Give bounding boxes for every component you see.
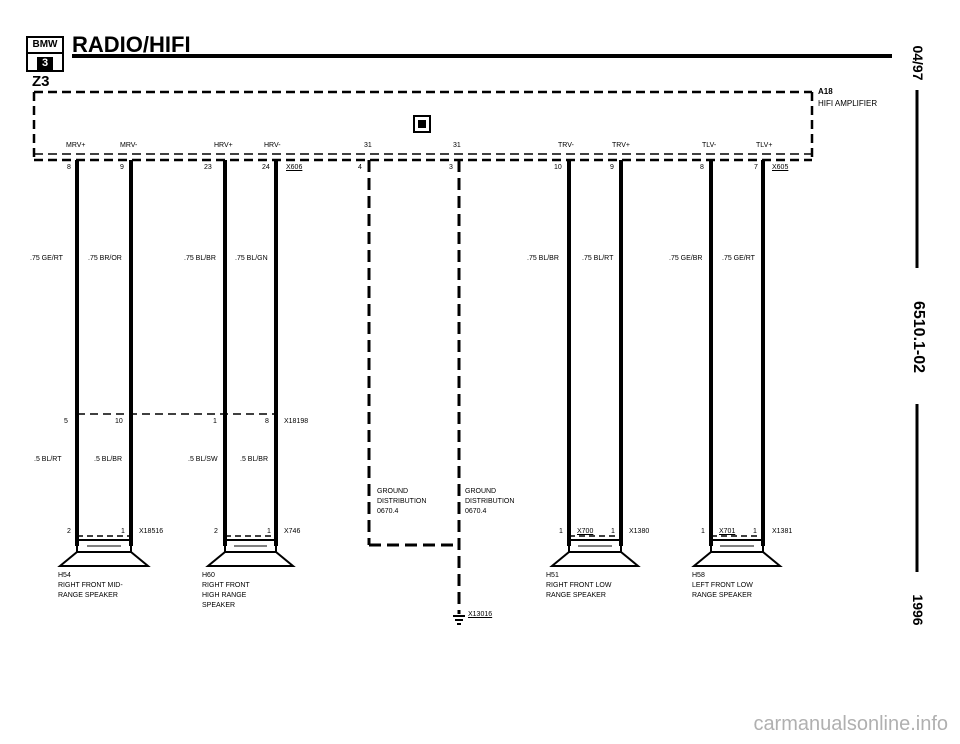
connector-label: X606 <box>286 164 303 171</box>
wire-label: .75 GE/RT <box>722 255 755 262</box>
terminal-label: TLV- <box>702 142 717 149</box>
wire-label: .75 GE/RT <box>30 255 63 262</box>
connector-label: X605 <box>772 164 789 171</box>
pin-number: 5 <box>64 418 68 425</box>
pin-number: 3 <box>449 164 453 171</box>
speaker-id: H51 <box>546 572 559 579</box>
speaker-desc: RANGE SPEAKER <box>692 592 752 599</box>
ground-label-line2: DISTRIBUTION <box>465 498 515 505</box>
ground-wires <box>367 160 461 614</box>
speaker-desc: RIGHT FRONT LOW <box>546 582 612 589</box>
connector-label: X1380 <box>629 528 650 535</box>
wire-label: .5 BL/BR <box>240 456 269 463</box>
terminal-label: MRV+ <box>66 142 86 149</box>
wire-label: .75 BL/BR <box>184 255 216 262</box>
pin-number: 9 <box>610 164 614 171</box>
side-date: 04/97 <box>910 45 926 81</box>
pin-number: 8 <box>67 164 71 171</box>
pin-number: 4 <box>358 164 362 171</box>
amplifier-box <box>32 90 814 162</box>
pin-number: 2 <box>67 528 71 535</box>
speaker-symbol-h60 <box>205 539 296 567</box>
terminal-label: HRV+ <box>214 142 233 149</box>
connector-label: X18198 <box>284 418 309 425</box>
ground-label-line1: GROUND <box>377 488 409 495</box>
connector-label: X700 <box>577 528 594 535</box>
speaker-desc: RANGE SPEAKER <box>58 592 118 599</box>
model-label: Z3 <box>32 73 50 90</box>
wire-label: .5 BL/RT <box>34 456 62 463</box>
pin-number: 1 <box>213 418 217 425</box>
speaker-symbol-h58 <box>691 539 783 567</box>
speaker-symbol-h54 <box>57 539 151 567</box>
pin-number: 24 <box>262 164 270 171</box>
ground-symbol-icon <box>453 615 465 625</box>
wire-label: .5 BL/BR <box>94 456 123 463</box>
pin-number: 1 <box>121 528 125 535</box>
wire-label: .75 GE/BR <box>669 255 703 262</box>
terminal-label: HRV- <box>264 142 281 149</box>
pin-number: 1 <box>267 528 271 535</box>
speaker-desc: SPEAKER <box>202 602 236 609</box>
connector-label: X746 <box>284 528 301 535</box>
speaker-id: H60 <box>202 572 215 579</box>
pin-number: 10 <box>554 164 562 171</box>
terminal-label: 31 <box>453 142 461 149</box>
pin-number: 1 <box>701 528 705 535</box>
terminal-label: TRV+ <box>612 142 630 149</box>
terminal-label: TLV+ <box>756 142 773 149</box>
terminal-label: MRV- <box>120 142 138 149</box>
connector-label: X1381 <box>772 528 793 535</box>
speaker-desc: RIGHT FRONT MID- <box>58 582 123 589</box>
pin-number: 2 <box>214 528 218 535</box>
pin-number: 10 <box>115 418 123 425</box>
connector-label: X18516 <box>139 528 164 535</box>
ground-label-line3: 0670.4 <box>377 508 399 515</box>
speaker-desc: RANGE SPEAKER <box>546 592 606 599</box>
ground-label-line3: 0670.4 <box>465 508 487 515</box>
pin-number: 1 <box>559 528 563 535</box>
speaker-desc: RIGHT FRONT <box>202 582 250 589</box>
ground-label-line1: GROUND <box>465 488 497 495</box>
speaker-desc: HIGH RANGE <box>202 592 247 599</box>
pin-number: 23 <box>204 164 212 171</box>
pin-number: 9 <box>120 164 124 171</box>
pin-number: 1 <box>611 528 615 535</box>
amplifier-id: A18 <box>818 87 833 96</box>
watermark: carmanualsonline.info <box>753 713 948 735</box>
pin-number: 1 <box>753 528 757 535</box>
wire-label: .75 BL/RT <box>582 255 614 262</box>
speaker-id: H58 <box>692 572 705 579</box>
solid-wires <box>75 160 765 546</box>
speaker-id: H54 <box>58 572 71 579</box>
page-title: RADIO/HIFI <box>72 32 191 57</box>
terminal-label: TRV- <box>558 142 574 149</box>
pin-number: 8 <box>265 418 269 425</box>
terminal-label: 31 <box>364 142 372 149</box>
bmw-3-series-logo: BMW 3 <box>26 36 64 72</box>
connector-symbol-icon <box>413 115 431 133</box>
wire-label: .75 BL/GN <box>235 255 268 262</box>
wire-label: .75 BL/BR <box>527 255 559 262</box>
side-year: 1996 <box>910 594 926 626</box>
connector-label: X701 <box>719 528 736 535</box>
amplifier-name: HIFI AMPLIFIER <box>818 99 878 108</box>
logo-bmw-text: BMW <box>28 38 62 54</box>
ground-label-line2: DISTRIBUTION <box>377 498 427 505</box>
speaker-desc: LEFT FRONT LOW <box>692 582 753 589</box>
connector-label: X13016 <box>468 611 493 618</box>
side-doc-number: 6510.1-02 <box>910 300 927 374</box>
pin-number: 7 <box>754 164 758 171</box>
wire-label: .5 BL/SW <box>188 456 218 463</box>
pin-number: 8 <box>700 164 704 171</box>
speaker-symbol-h51 <box>549 539 641 567</box>
wire-label: .75 BR/OR <box>88 255 122 262</box>
logo-series-text: 3 <box>36 56 54 70</box>
